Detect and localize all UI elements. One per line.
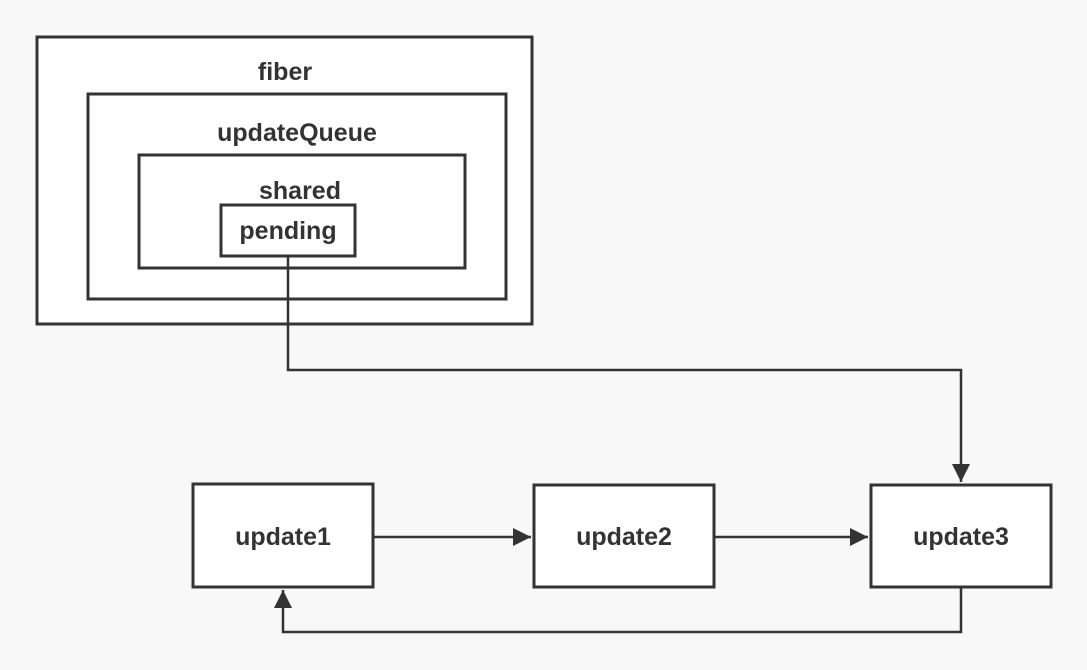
update3-label: update3 — [913, 523, 1009, 551]
node-update2: update2 — [532, 483, 716, 589]
pending-label: pending — [239, 217, 336, 245]
node-update1: update1 — [191, 482, 375, 589]
edge-update3-to-update1 — [274, 587, 963, 634]
update2-box — [532, 483, 716, 589]
update2-label: update2 — [576, 523, 672, 551]
node-pending: pending — [219, 203, 357, 258]
update3-box — [869, 483, 1053, 589]
update1-box — [191, 482, 375, 589]
edge-pending-to-update3 — [286, 256, 970, 482]
shared-label: shared — [259, 177, 341, 205]
update1-label: update1 — [235, 523, 331, 551]
update-queue-label: updateQueue — [217, 119, 377, 147]
node-update3: update3 — [869, 483, 1053, 589]
fiber-label: fiber — [258, 58, 312, 86]
